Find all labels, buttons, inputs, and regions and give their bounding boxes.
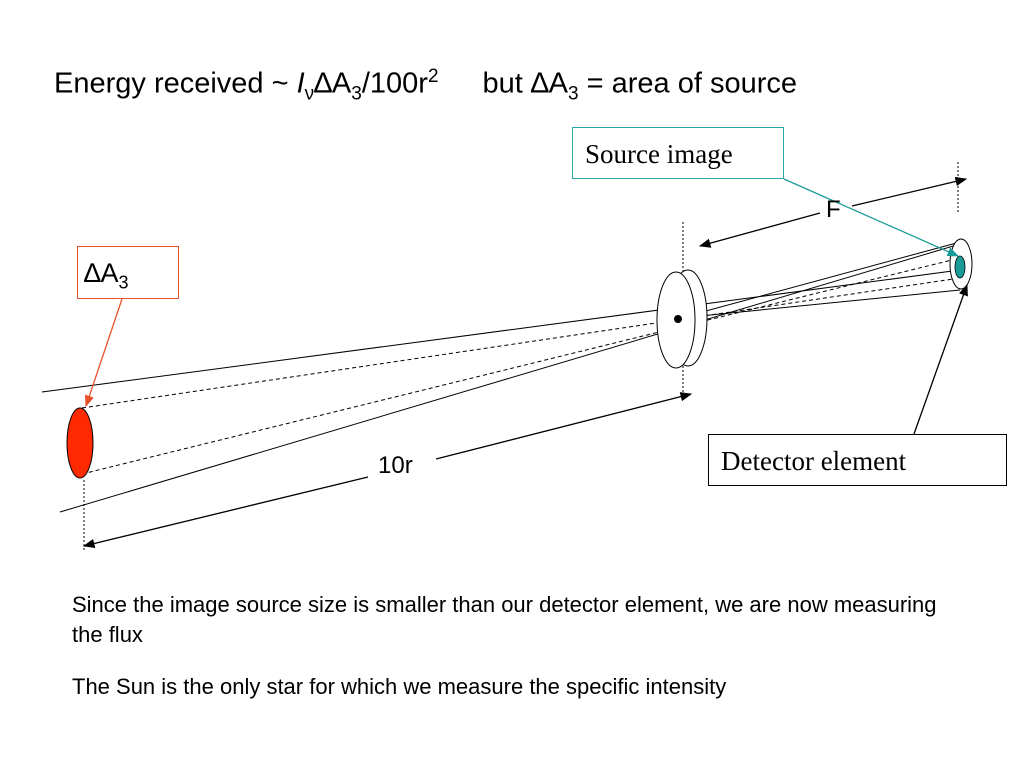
delta-area-pointer <box>84 298 123 408</box>
focal-length-arrow-left <box>698 212 821 248</box>
source-image-pointer <box>783 178 960 257</box>
title-but-prefix: but ∆A <box>482 67 568 100</box>
title-squared: 2 <box>427 66 439 87</box>
lower-outer-ray <box>59 243 961 513</box>
upper-lens-ray <box>679 289 961 319</box>
source-disk <box>66 407 94 479</box>
focal-length-arrow-right <box>851 176 968 207</box>
title-intensity-symbol: I <box>296 67 305 100</box>
distance-label: 10r <box>374 452 417 480</box>
specific-intensity-text: The Sun is the only star for which we me… <box>72 674 727 699</box>
detector-element-label: Detector element <box>721 446 907 476</box>
title-but-subscript: 3 <box>568 83 579 105</box>
distance-arrow-left <box>82 476 369 549</box>
title-nu-subscript: ν <box>304 83 315 105</box>
focal-length-label: F <box>826 196 841 223</box>
detector-element-pointer <box>913 283 968 435</box>
source-image-label-box: Source image <box>572 127 784 179</box>
lens-center-point <box>674 315 682 323</box>
source-image-spot <box>954 255 966 279</box>
distance-arrow-right <box>435 392 693 460</box>
flux-explanation-text: Since the image source size is smaller t… <box>72 592 937 647</box>
title-division: /100r <box>361 67 428 100</box>
delta-area-label: ∆A <box>84 258 119 288</box>
delta-area-subscript: 3 <box>118 272 129 293</box>
delta-area-label-box: ∆A3 <box>77 246 179 299</box>
lower-lens-ray <box>679 241 961 319</box>
title-delta-a: ∆A <box>314 67 352 100</box>
title-area-of-source: = area of source <box>578 67 798 100</box>
bottom-chief-ray <box>81 257 961 475</box>
detector-element-label-box: Detector element <box>708 434 1007 486</box>
source-image-label: Source image <box>585 139 733 169</box>
title-delta-subscript: 3 <box>351 83 362 105</box>
top-chief-ray <box>81 277 961 409</box>
title-energy-prefix: Energy received ~ <box>54 67 297 100</box>
upper-outer-ray <box>41 269 961 393</box>
